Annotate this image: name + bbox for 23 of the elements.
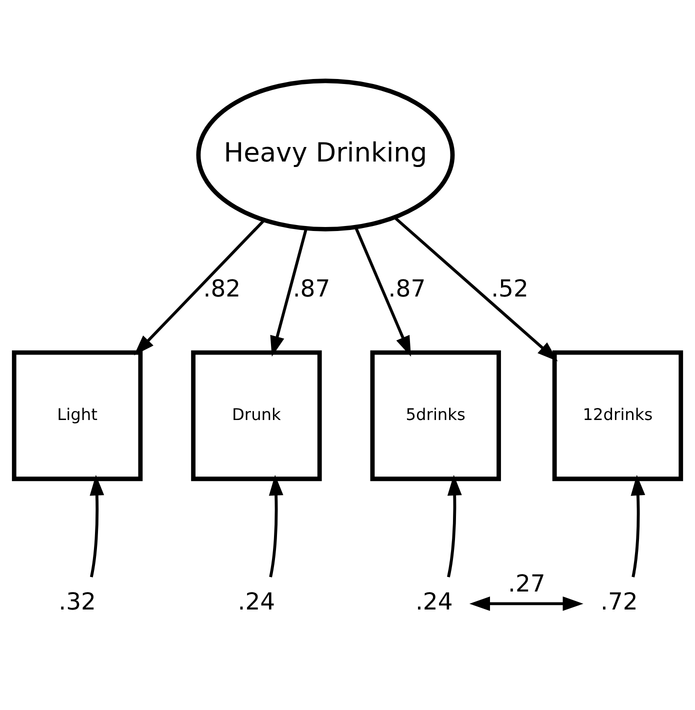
arrow bbox=[270, 228, 308, 356]
node-box: Drunk bbox=[191, 350, 322, 481]
node-box: 12drinks bbox=[552, 350, 684, 481]
node-text: .72 bbox=[600, 586, 638, 615]
arrow bbox=[268, 474, 284, 577]
node-box: 5drinks bbox=[370, 350, 501, 481]
arrow bbox=[354, 226, 411, 356]
node-text: .24 bbox=[238, 586, 276, 615]
edge-label: .52 bbox=[491, 274, 528, 302]
arrow bbox=[630, 474, 646, 577]
node-text: .32 bbox=[58, 586, 96, 615]
node-ellipse: Heavy Drinking bbox=[196, 78, 455, 231]
node-text: .24 bbox=[415, 586, 453, 615]
arrow bbox=[469, 596, 584, 610]
arrow bbox=[134, 218, 266, 355]
node-box: Light bbox=[12, 350, 143, 481]
arrow bbox=[447, 474, 462, 577]
arrow bbox=[394, 216, 558, 361]
edge-label: .27 bbox=[508, 569, 546, 598]
edge-label: .87 bbox=[388, 274, 426, 302]
arrow bbox=[90, 474, 104, 577]
edge-label: .87 bbox=[292, 274, 330, 302]
edge-label: .82 bbox=[203, 274, 241, 302]
